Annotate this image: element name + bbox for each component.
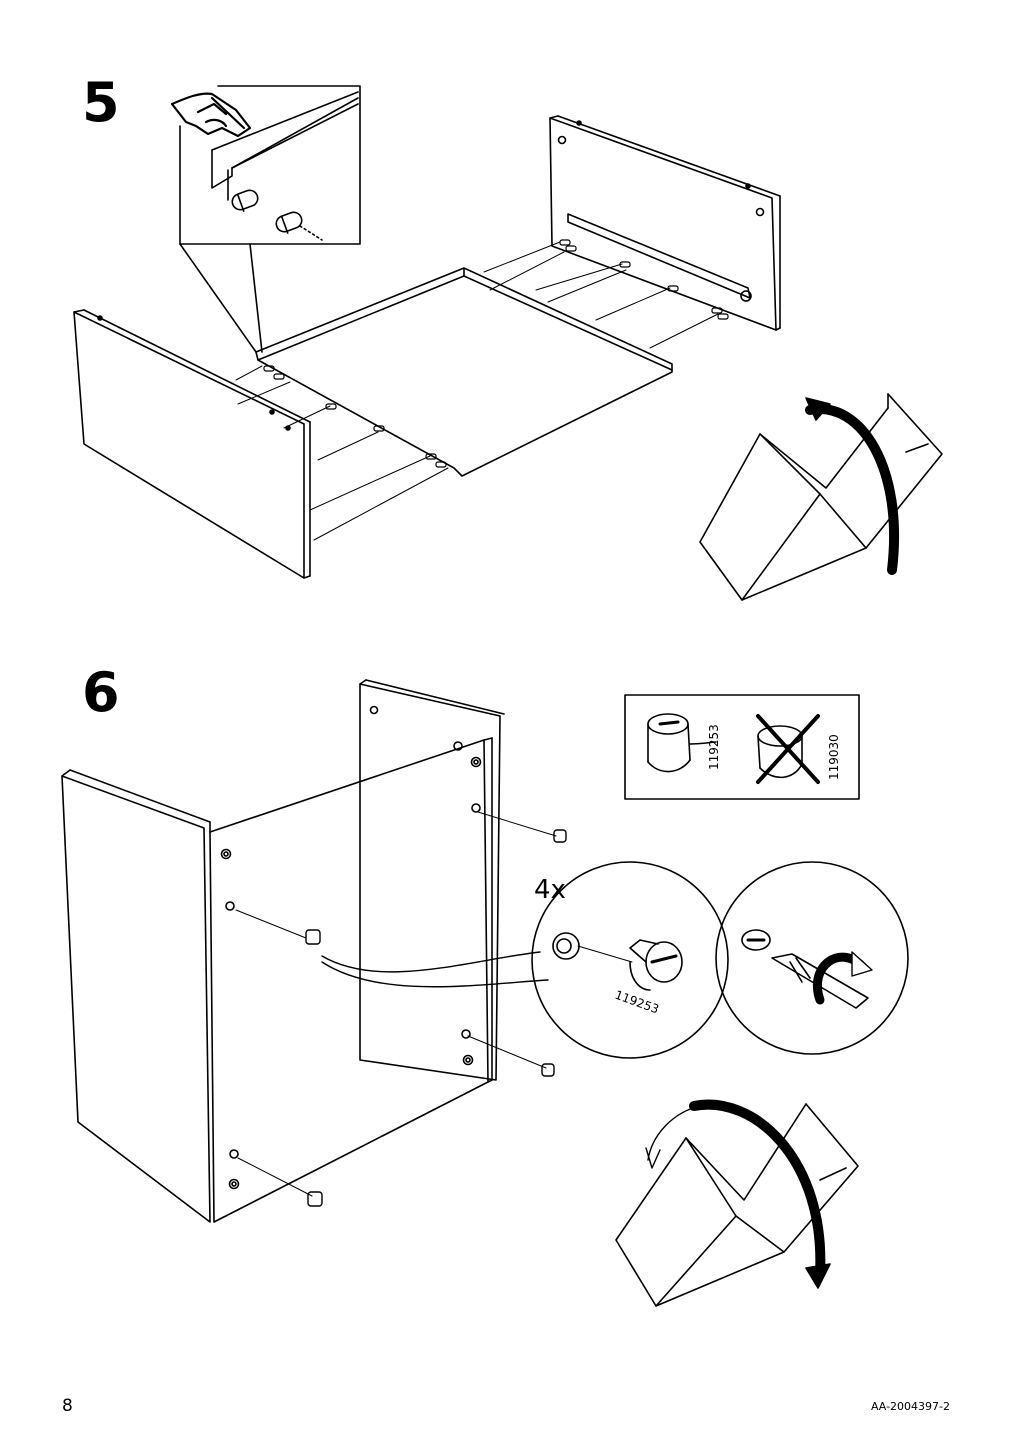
cam-lock-correct-icon	[647, 713, 717, 773]
left-side-panel	[73, 309, 311, 579]
front-panel	[61, 769, 211, 1223]
turn-over-sketch-step6	[615, 1099, 859, 1307]
step-5-number: 5	[82, 71, 120, 134]
part-ok-id: 119253	[707, 724, 721, 770]
quantity-label: 4x	[534, 875, 566, 905]
cam-lock-icon	[629, 939, 683, 991]
page-number: 8	[62, 1396, 73, 1416]
back-panel	[359, 679, 505, 1081]
side-panel	[209, 737, 493, 1223]
document-code: AA-2004397-2	[870, 1400, 950, 1413]
dowel-icon	[275, 211, 303, 234]
cam-lock-detail-circle	[531, 861, 729, 1059]
part-warning-box	[624, 694, 860, 800]
turn-over-sketch-step5	[699, 393, 943, 601]
part-wrong-id: 119030	[827, 734, 841, 780]
right-side-panel	[549, 115, 781, 331]
part-id-label: 119253	[613, 988, 661, 1017]
board-dowels	[263, 239, 729, 468]
cam-lock-icon	[305, 829, 567, 1207]
dowel-icon	[231, 189, 259, 212]
alignment-guides	[235, 241, 719, 541]
cam-lock-wrong-icon	[756, 714, 820, 784]
step5-detail-callout	[170, 85, 361, 353]
cam-lock-guides	[235, 811, 557, 1197]
step-6-number: 6	[82, 661, 120, 724]
screwdriver-detail-circle	[715, 861, 909, 1055]
screwdriver-icon	[771, 953, 869, 1009]
hand-press-icon	[170, 92, 252, 138]
shelf-board	[255, 267, 673, 477]
